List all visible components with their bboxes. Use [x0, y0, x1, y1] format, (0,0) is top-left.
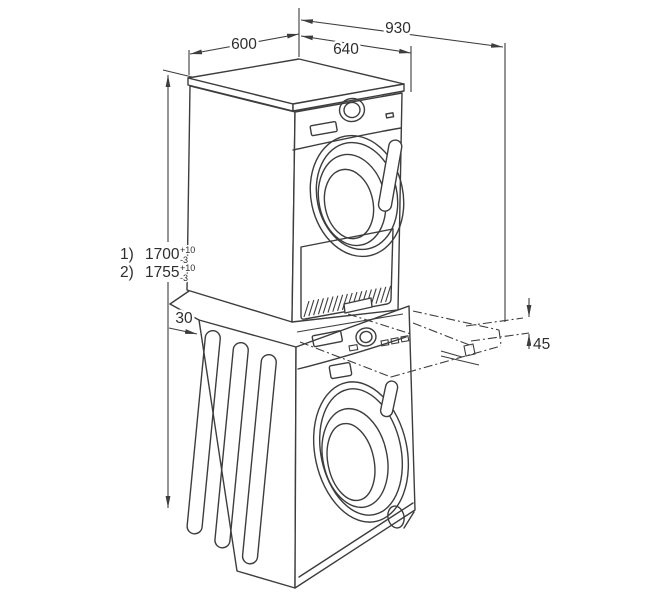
washer-side-groove — [186, 329, 221, 535]
dryer-knob — [338, 97, 366, 123]
dryer-door-handle — [377, 139, 403, 212]
dim-label-640: 640 — [333, 41, 359, 58]
washer-knob — [355, 327, 377, 347]
dim-line-930 — [300, 19, 504, 48]
washer-top-crease — [296, 313, 404, 333]
extension-line-top-left-tick — [162, 69, 193, 78]
washer-corner-line — [403, 511, 415, 529]
dim-line-30 — [168, 327, 198, 335]
dryer-display — [309, 121, 338, 137]
shelf-top-extension-line — [465, 317, 524, 327]
dimension-annotations: 600 640 930 1) 1700 +10 -3 2) 1755 +10 -… — [118, 8, 553, 508]
svg-text:1700: 1700 — [145, 246, 180, 263]
pullout-shelf-phantom — [299, 310, 530, 378]
dim-label-600: 600 — [231, 36, 257, 53]
dryer-top-edge-right — [292, 83, 405, 112]
washer-door-handle — [379, 380, 399, 418]
dryer-drawing — [186, 58, 405, 323]
svg-text:2): 2) — [120, 264, 134, 281]
dim-line-600 — [189, 33, 300, 55]
dim-label-30: 30 — [175, 310, 193, 327]
washer-door — [312, 381, 410, 523]
washer-service-flap — [387, 505, 405, 529]
dim-label-930: 930 — [385, 20, 411, 37]
svg-text:-3: -3 — [180, 273, 188, 283]
dim-label-45: 45 — [533, 336, 550, 353]
svg-text:+10: +10 — [180, 245, 195, 255]
washer-drawing — [169, 290, 416, 589]
washer-front-face — [294, 305, 416, 589]
washer-top-back-edge — [169, 290, 190, 305]
shelf-bottom-extension-line — [470, 332, 530, 342]
washer-display — [328, 361, 353, 380]
washer-side-groove — [214, 341, 249, 549]
washer-top-right-edge — [397, 305, 410, 311]
svg-text:1): 1) — [120, 246, 134, 263]
height-dimension-labels: 1) 1700 +10 -3 2) 1755 +10 -3 — [118, 244, 197, 285]
dryer-bottom-panel — [300, 228, 394, 320]
dryer-indicator — [385, 112, 395, 119]
washer-detergent-drawer — [311, 330, 344, 348]
washer-panel-bottom-line — [297, 336, 407, 370]
svg-text:+10: +10 — [180, 263, 195, 273]
washer-buttons — [348, 335, 410, 352]
washer-plinth-line — [298, 502, 414, 578]
washer-side-groove — [241, 353, 277, 565]
dryer-side-face — [186, 85, 296, 323]
svg-text:1755: 1755 — [145, 264, 179, 281]
shelf-rail — [440, 343, 480, 366]
dryer-panel-bottom-line — [292, 127, 402, 151]
dryer-base-bracket — [343, 297, 373, 314]
svg-text:-3: -3 — [180, 255, 188, 265]
washer-top-left-edge — [169, 303, 200, 321]
